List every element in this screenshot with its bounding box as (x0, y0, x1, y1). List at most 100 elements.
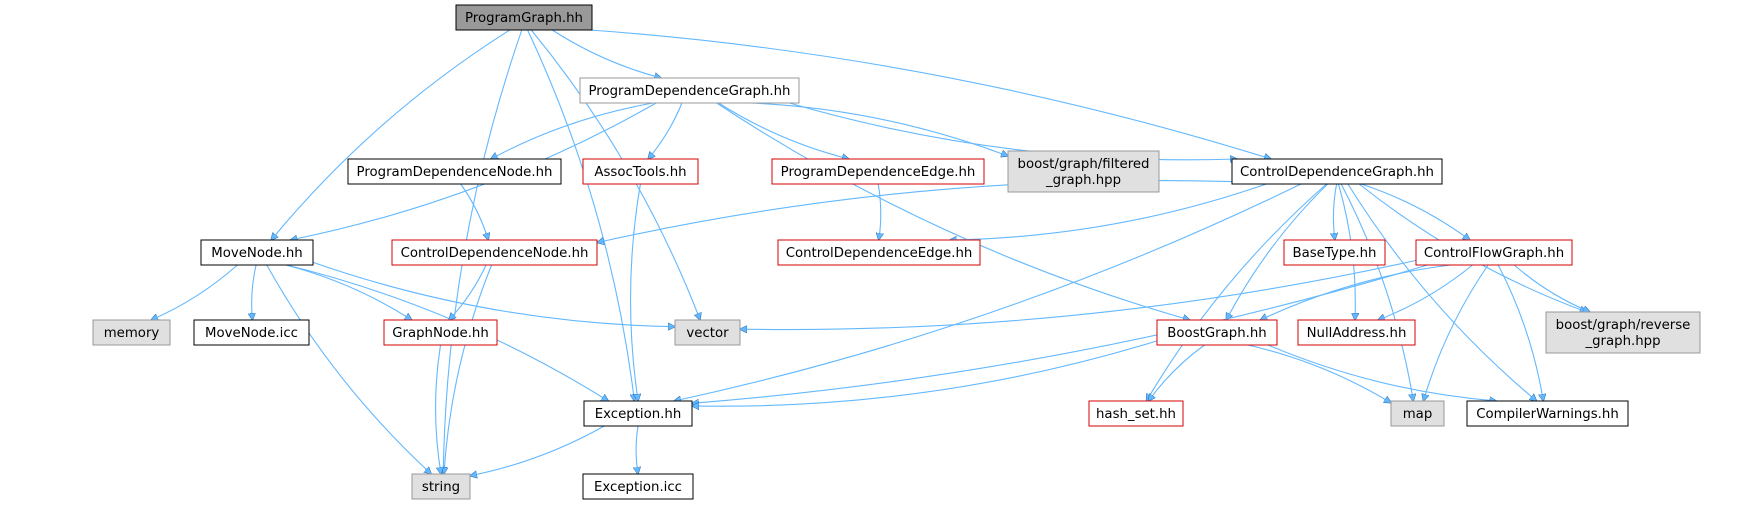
node-label: vector (686, 326, 729, 341)
node-control-flow-graph[interactable]: ControlFlowGraph.hh (1415, 239, 1573, 266)
node-exception[interactable]: Exception.hh (583, 400, 693, 427)
node-label: GraphNode.hh (392, 326, 489, 341)
node-box (391, 239, 598, 266)
node-label-line: AssocTools.hh (594, 165, 686, 180)
node-box (92, 319, 171, 346)
node-vector: vector (674, 319, 741, 346)
node-box (200, 239, 314, 266)
node-label: ControlDependenceEdge.hh (786, 246, 973, 261)
edge-boost-graph-to-map (1247, 344, 1391, 403)
node-exception-icc[interactable]: Exception.icc (582, 473, 694, 500)
node-box (582, 473, 694, 500)
node-box (1415, 239, 1573, 266)
edge-control-flow-graph-to-reverse-graph (1513, 264, 1590, 312)
node-box (1088, 400, 1184, 427)
node-move-node-icc[interactable]: MoveNode.icc (193, 319, 310, 346)
node-box (347, 158, 562, 185)
node-string: string (411, 473, 471, 500)
edge-control-dependence-graph-to-hash-set (1146, 183, 1327, 401)
node-box (674, 319, 741, 346)
node-label-line: hash_set.hh (1096, 407, 1176, 422)
node-label-line: map (1403, 407, 1433, 422)
node-control-dependence-graph[interactable]: ControlDependenceGraph.hh (1231, 158, 1443, 185)
node-label-line: ProgramDependenceEdge.hh (781, 165, 976, 180)
edges-layer (151, 29, 1590, 476)
edge-program-dependence-node-to-control-dependence-node (460, 183, 489, 240)
node-box (383, 319, 498, 346)
node-box (583, 400, 693, 427)
node-move-node[interactable]: MoveNode.hh (200, 239, 314, 266)
node-box (193, 319, 310, 346)
edge-move-node-to-string (266, 264, 431, 474)
edge-control-flow-graph-to-map (1423, 264, 1489, 401)
node-program-dependence-graph[interactable]: ProgramDependenceGraph.hh (579, 77, 800, 104)
edge-graph-node-to-string (435, 344, 441, 474)
edge-program-dependence-graph-to-control-dependence-graph (789, 102, 1237, 160)
node-label-line: vector (686, 326, 729, 341)
node-label: string (422, 480, 460, 495)
node-box (1545, 311, 1701, 354)
node-label-line: ControlDependenceEdge.hh (786, 246, 973, 261)
edge-move-node-to-memory (151, 264, 238, 320)
node-hash-set[interactable]: hash_set.hh (1088, 400, 1184, 427)
node-label-line: ControlDependenceNode.hh (401, 246, 589, 261)
node-control-dependence-node[interactable]: ControlDependenceNode.hh (391, 239, 598, 266)
edge-control-flow-graph-to-exception (692, 264, 1428, 403)
edge-exception-to-exception-icc (636, 425, 638, 474)
node-label: hash_set.hh (1096, 407, 1176, 422)
edge-move-node-to-vector (312, 261, 675, 326)
node-box (582, 158, 699, 185)
node-label: Exception.hh (595, 407, 682, 422)
node-label-line: ProgramDependenceNode.hh (357, 165, 553, 180)
node-program-dependence-edge[interactable]: ProgramDependenceEdge.hh (771, 158, 985, 185)
node-map: map (1390, 400, 1445, 427)
edge-program-dependence-graph-to-filtered-graph (750, 102, 1008, 156)
node-label-line: MoveNode.hh (211, 246, 302, 261)
node-label-line: ProgramDependenceGraph.hh (589, 84, 791, 99)
node-label-line: ProgramGraph.hh (465, 11, 583, 26)
node-label: BoostGraph.hh (1167, 326, 1266, 341)
edge-control-dependence-graph-to-boost-graph (1226, 183, 1329, 320)
node-label: ProgramDependenceGraph.hh (589, 84, 791, 99)
edge-control-flow-graph-to-compiler-warnings (1497, 264, 1543, 401)
edge-control-dependence-graph-to-exception (674, 183, 1302, 401)
node-label-line: CompilerWarnings.hh (1476, 407, 1619, 422)
node-label: map (1403, 407, 1433, 422)
node-label-line: ControlFlowGraph.hh (1424, 246, 1564, 261)
node-control-dependence-edge[interactable]: ControlDependenceEdge.hh (777, 239, 981, 266)
node-label-line: _graph.hpp (1045, 173, 1121, 188)
edge-program-dependence-edge-to-control-dependence-edge (878, 183, 881, 240)
node-filtered-graph: boost/graph/filtered_graph.hpp (1007, 150, 1160, 193)
edge-move-node-to-move-node-icc (252, 264, 257, 320)
node-label-line: Exception.hh (595, 407, 682, 422)
node-label: ProgramDependenceEdge.hh (781, 165, 976, 180)
edge-program-dependence-graph-to-boost-graph (716, 102, 1190, 320)
edge-boost-graph-to-compiler-warnings (1267, 344, 1497, 401)
node-compiler-warnings[interactable]: CompilerWarnings.hh (1466, 400, 1629, 427)
node-label: ControlDependenceNode.hh (401, 246, 589, 261)
node-box (1007, 150, 1160, 193)
node-label-line: BoostGraph.hh (1167, 326, 1266, 341)
node-box (455, 4, 593, 31)
node-base-type[interactable]: BaseType.hh (1283, 239, 1386, 266)
node-null-address[interactable]: NullAddress.hh (1297, 319, 1416, 346)
node-box (1283, 239, 1386, 266)
node-label-line: _graph.hpp (1584, 334, 1660, 349)
node-memory: memory (92, 319, 171, 346)
edge-control-flow-graph-to-vector (740, 259, 1417, 329)
node-box (1156, 319, 1278, 346)
node-program-dependence-node[interactable]: ProgramDependenceNode.hh (347, 158, 562, 185)
node-assoc-tools[interactable]: AssocTools.hh (582, 158, 699, 185)
node-label-line: boost/graph/reverse (1556, 318, 1691, 333)
node-graph-node[interactable]: GraphNode.hh (383, 319, 498, 346)
node-box (1390, 400, 1445, 427)
node-label: MoveNode.icc (205, 326, 298, 341)
edge-program-graph-to-program-dependence-graph (552, 29, 661, 78)
edge-control-dependence-graph-to-base-type (1333, 183, 1336, 240)
node-boost-graph[interactable]: BoostGraph.hh (1156, 319, 1278, 346)
node-label: ControlFlowGraph.hh (1424, 246, 1564, 261)
edge-move-node-to-graph-node (285, 264, 412, 320)
edge-program-dependence-graph-to-assoc-tools (648, 102, 683, 159)
node-label-line: BaseType.hh (1292, 246, 1376, 261)
